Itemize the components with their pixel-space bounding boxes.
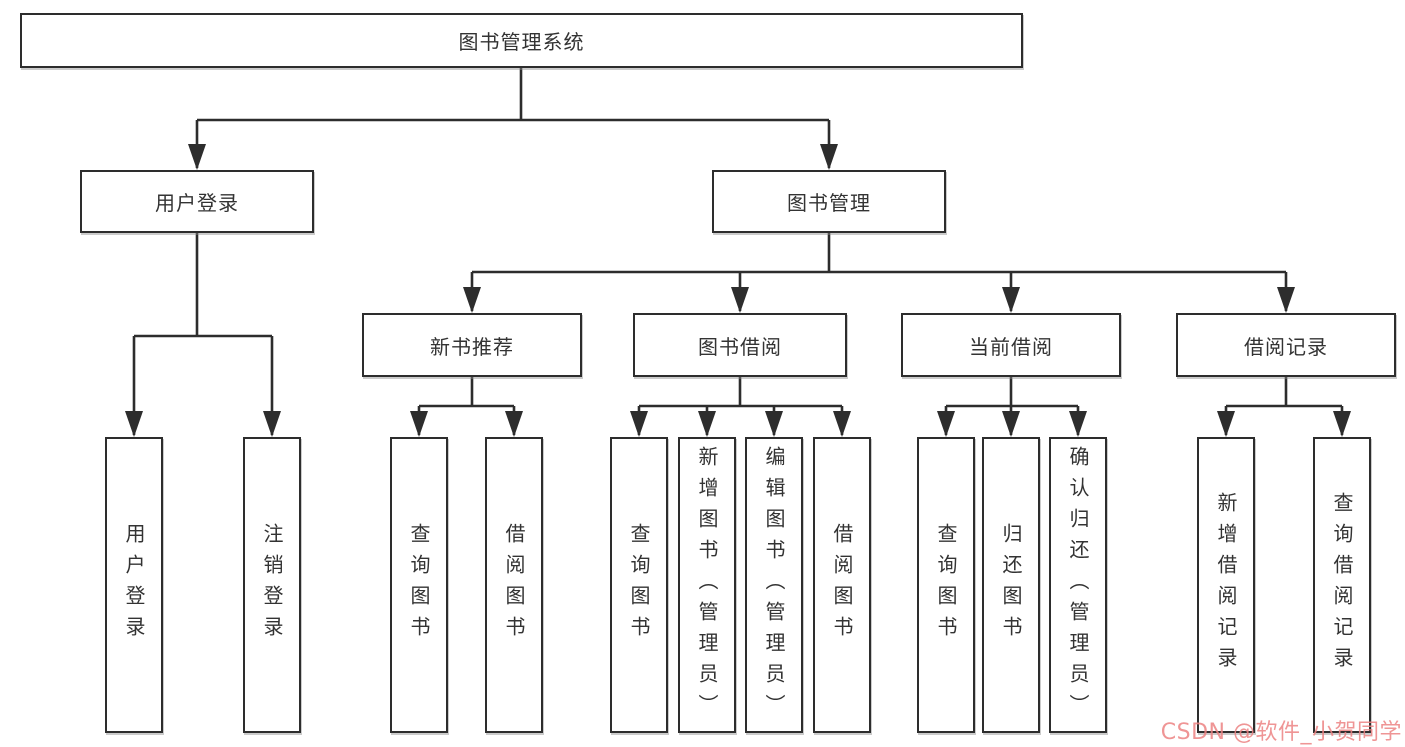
arrowhead	[1002, 411, 1020, 437]
csdn-watermark: CSDN @软件_小贺同学	[1160, 720, 1402, 745]
leaf-bb-borrow-books: 借阅图书	[813, 437, 871, 733]
leaf-logout: 注销登录	[243, 437, 301, 733]
arrowhead	[410, 411, 428, 437]
leaf-cb-return-books: 归还图书	[982, 437, 1040, 733]
node-book-management-label: 图书管理	[787, 191, 871, 215]
leaf-br-add-record: 新增借阅记录	[1197, 437, 1255, 733]
leaf-bb-query-books: 查询图书	[610, 437, 668, 733]
leaf-rec-query-books-label: 查询图书	[407, 523, 431, 647]
leaf-cb-query-books-label: 查询图书	[934, 523, 958, 647]
arrowhead	[1333, 411, 1351, 437]
node-borrowing-records: 借阅记录	[1176, 313, 1396, 377]
node-book-borrowing-label: 图书借阅	[698, 334, 782, 359]
arrowhead	[505, 411, 523, 437]
leaf-bb-edit-books-admin-label: 编辑图书（管理员）	[762, 445, 786, 725]
arrowhead	[820, 144, 838, 170]
leaf-bb-add-books-admin-label: 新增图书（管理员）	[695, 445, 719, 725]
leaf-bb-add-books-admin: 新增图书（管理员）	[678, 437, 736, 733]
leaf-logout-label: 注销登录	[260, 523, 284, 647]
leaf-br-query-record-label: 查询借阅记录	[1330, 492, 1354, 678]
arrowhead	[1069, 411, 1087, 437]
node-book-borrowing: 图书借阅	[633, 313, 847, 377]
leaf-cb-return-books-label: 归还图书	[999, 523, 1023, 647]
leaf-bb-edit-books-admin: 编辑图书（管理员）	[745, 437, 803, 733]
leaf-rec-query-books: 查询图书	[390, 437, 448, 733]
node-root-label: 图书管理系统	[458, 30, 585, 54]
arrowhead	[765, 411, 783, 437]
leaf-br-query-record: 查询借阅记录	[1313, 437, 1371, 733]
arrowhead	[125, 411, 143, 437]
leaf-cb-query-books: 查询图书	[917, 437, 975, 733]
arrowhead	[263, 411, 281, 437]
node-user-login-label: 用户登录	[155, 191, 239, 215]
arrowhead	[731, 287, 749, 313]
leaf-rec-borrow-books-label: 借阅图书	[502, 523, 526, 647]
node-book-management: 图书管理	[712, 170, 946, 233]
node-user-login: 用户登录	[80, 170, 314, 233]
node-borrowing-records-label: 借阅记录	[1244, 334, 1328, 359]
arrowhead	[698, 411, 716, 437]
leaf-br-add-record-label: 新增借阅记录	[1214, 492, 1238, 678]
arrowhead	[630, 411, 648, 437]
arrowhead	[833, 411, 851, 437]
arrowhead	[1277, 287, 1295, 313]
node-new-book-recommendation-label: 新书推荐	[430, 334, 514, 359]
arrowhead	[1217, 411, 1235, 437]
arrowhead	[1002, 287, 1020, 313]
leaf-cb-confirm-return-admin-label: 确认归还（管理员）	[1066, 445, 1090, 725]
node-current-borrowing: 当前借阅	[901, 313, 1121, 377]
leaf-user-login: 用户登录	[105, 437, 163, 733]
arrowhead	[188, 144, 206, 170]
leaf-user-login-label: 用户登录	[122, 523, 146, 647]
leaf-bb-query-books-label: 查询图书	[627, 523, 651, 647]
arrowhead	[463, 287, 481, 313]
leaf-cb-confirm-return-admin: 确认归还（管理员）	[1049, 437, 1107, 733]
node-current-borrowing-label: 当前借阅	[969, 334, 1053, 359]
node-root-system: 图书管理系统	[20, 13, 1023, 68]
leaf-rec-borrow-books: 借阅图书	[485, 437, 543, 733]
arrowhead	[937, 411, 955, 437]
leaf-bb-borrow-books-label: 借阅图书	[830, 523, 854, 647]
node-new-book-recommendation: 新书推荐	[362, 313, 582, 377]
